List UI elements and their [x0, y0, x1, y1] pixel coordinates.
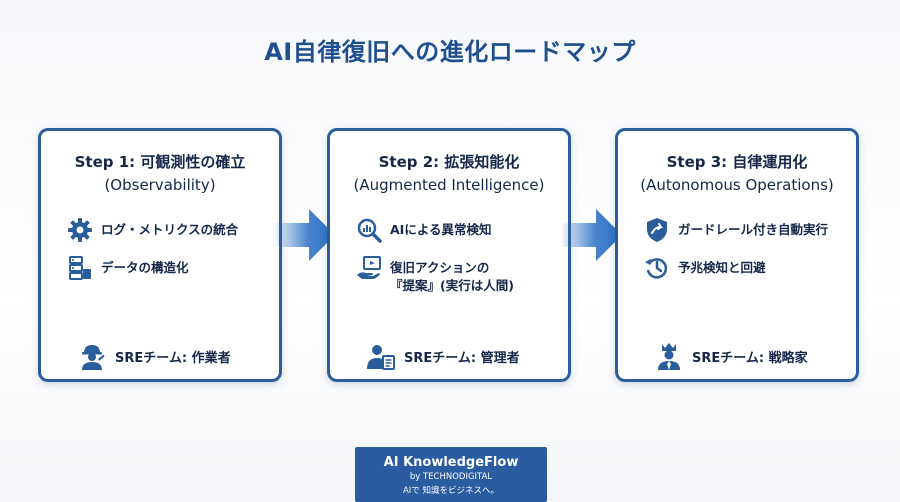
step-1-role-text: SREチーム: 作業者: [115, 350, 231, 366]
database-icon: [69, 256, 91, 280]
step-2-item-2: 復旧アクションの 『提案』(実行は人間): [356, 255, 514, 295]
step-2-role: SREチーム: 管理者: [366, 341, 520, 371]
step-3-role: SREチーム: 戦略家: [654, 341, 808, 371]
step-3-item-2: 予兆検知と回避: [644, 255, 766, 281]
step-3-role-text: SREチーム: 戦略家: [692, 350, 808, 366]
brand-name: AI KnowledgeFlow: [383, 455, 519, 470]
gear-icon: [68, 218, 92, 242]
step-3-heading: Step 3: 自律運用化 (Autonomous Operations): [618, 151, 856, 197]
brand-badge: AI KnowledgeFlow by TECHNODIGITAL AIで 知識…: [355, 447, 547, 502]
worker-icon: [82, 345, 105, 370]
step-1-heading: Step 1: 可観測性の確立 (Observability): [41, 151, 279, 197]
step-2-item-1: AIによる異常検知: [356, 217, 491, 243]
step-3-card: Step 3: 自律運用化 (Autonomous Operations) ガー…: [615, 128, 859, 382]
step-3-item-1: ガードレール付き自動実行: [644, 217, 828, 243]
step-1-role: SREチーム: 作業者: [77, 341, 231, 371]
magnifier-icon: [357, 218, 382, 243]
step-3-subtitle: (Autonomous Operations): [640, 176, 834, 194]
step-2-subtitle: (Augmented Intelligence): [353, 176, 545, 194]
step-3-item-2-text: 予兆検知と回避: [678, 260, 766, 275]
step-2-item-2-line-1: 復旧アクションの: [390, 260, 490, 275]
history-icon: [645, 258, 668, 279]
shield-icon: [647, 218, 667, 242]
step-3-title: Step 3: 自律運用化: [666, 153, 808, 171]
brand-tagline: AIで 知識をビジネスへ。: [402, 486, 500, 496]
arrow-right-icon: [275, 209, 335, 261]
step-1-item-2-text: データの構造化: [101, 260, 189, 275]
arrow-right-icon: [562, 209, 622, 261]
step-2-item-1-text: AIによる異常検知: [390, 222, 492, 237]
manager-icon: [367, 345, 395, 370]
step-2-title: Step 2: 拡張知能化: [378, 153, 520, 171]
hand-screen-icon: [357, 256, 381, 279]
step-1-subtitle: (Observability): [104, 176, 216, 194]
step-1-title: Step 1: 可観測性の確立: [74, 153, 246, 171]
step-3-item-1-text: ガードレール付き自動実行: [678, 222, 829, 237]
strategist-icon: [658, 343, 680, 370]
page-title: AI自律復旧への進化ロードマップ: [264, 38, 636, 66]
step-1-item-1-text: ログ・メトリクスの統合: [101, 222, 239, 237]
step-2-card: Step 2: 拡張知能化 (Augmented Intelligence) A…: [327, 128, 571, 382]
step-1-item-1: ログ・メトリクスの統合: [67, 217, 238, 243]
step-2-item-2-line-2: 『提案』(実行は人間): [390, 278, 514, 293]
step-2-item-2-text: 復旧アクションの 『提案』(実行は人間): [390, 255, 514, 295]
step-1-item-2: データの構造化: [67, 255, 189, 281]
step-1-card: Step 1: 可観測性の確立 (Observability) ログ・メトリクス…: [38, 128, 282, 382]
brand-by: by TECHNODIGITAL: [409, 472, 493, 482]
step-2-heading: Step 2: 拡張知能化 (Augmented Intelligence): [330, 151, 568, 197]
step-2-role-text: SREチーム: 管理者: [404, 350, 520, 366]
